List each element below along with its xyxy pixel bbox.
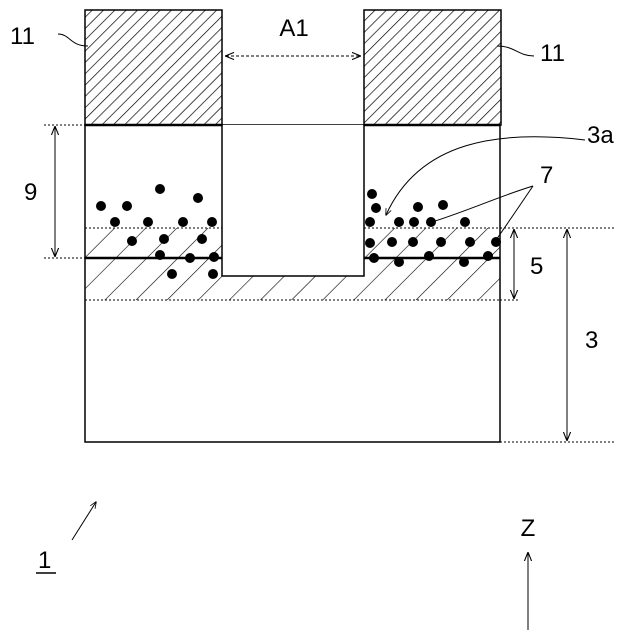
mask-right-label: 11 bbox=[540, 40, 565, 67]
element-label: 1 bbox=[38, 547, 51, 574]
modified-layer-label: 5 bbox=[530, 253, 543, 280]
mask-right bbox=[364, 10, 501, 125]
surface-label: 3a bbox=[587, 122, 614, 149]
porous-layer-label: 9 bbox=[24, 179, 37, 206]
particles-label: 7 bbox=[540, 162, 553, 189]
mask-right-leader bbox=[497, 46, 534, 56]
element-leader bbox=[72, 502, 96, 540]
opening-recess bbox=[222, 125, 364, 276]
substrate-label: 3 bbox=[585, 327, 598, 354]
mask-left-label: 11 bbox=[10, 23, 35, 50]
opening-width-label: A1 bbox=[279, 15, 308, 42]
mask-left bbox=[85, 10, 222, 125]
z-axis-label: Z bbox=[521, 515, 536, 542]
mask-left-leader bbox=[58, 34, 88, 46]
